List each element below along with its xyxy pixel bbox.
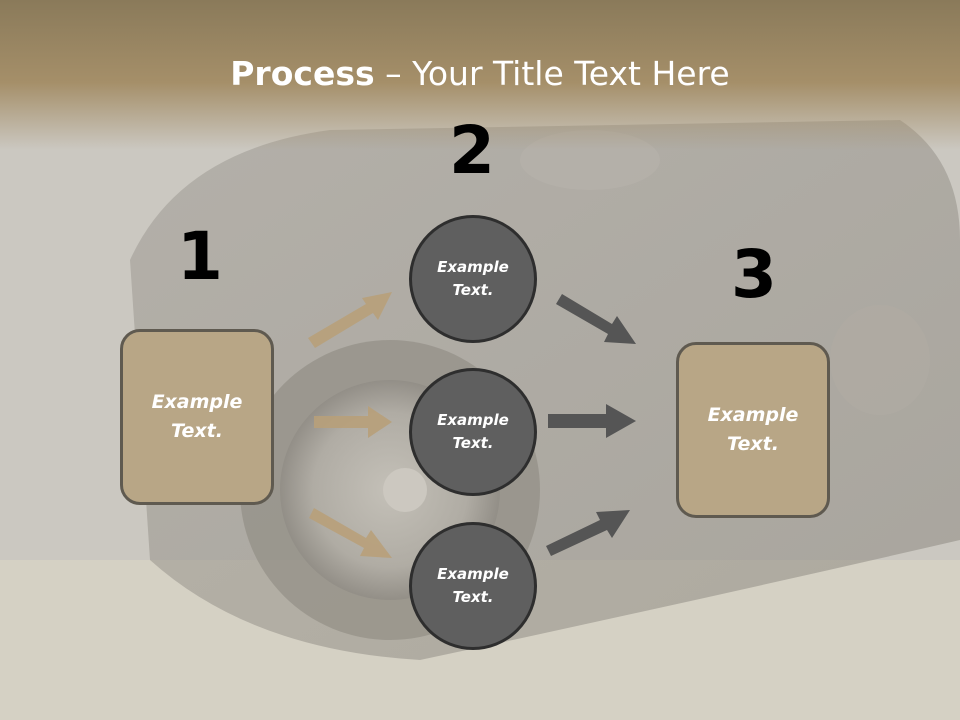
gray-arrow-down-icon (556, 294, 636, 344)
title-rest: – Your Title Text Here (374, 54, 730, 93)
step-1-box[interactable]: Example Text. (120, 329, 274, 505)
step-number-3: 3 (731, 236, 777, 313)
step-number-2: 2 (449, 112, 495, 189)
step-2-circle-middle[interactable]: Example Text. (409, 368, 537, 496)
tan-arrow-down-icon (309, 508, 392, 558)
gray-arrow-up-icon (546, 510, 630, 556)
step-number-1: 1 (177, 218, 223, 295)
tan-arrow-right-icon (314, 406, 392, 438)
circle-middle-text: Example Text. (437, 411, 509, 452)
circle-bottom-text: Example Text. (437, 565, 509, 606)
step-1-text: Example Text. (151, 391, 243, 442)
step-2-circle-bottom[interactable]: Example Text. (409, 522, 537, 650)
gray-arrow-right-icon (548, 404, 636, 438)
step-2-circle-top[interactable]: Example Text. (409, 215, 537, 343)
title-bold: Process (230, 54, 375, 93)
slide-title: Process – Your Title Text Here (0, 52, 960, 96)
step-3-box[interactable]: Example Text. (676, 342, 830, 518)
title-bar (0, 0, 960, 150)
circle-top-text: Example Text. (437, 258, 509, 299)
tan-arrow-up-icon (308, 292, 392, 348)
step-3-text: Example Text. (707, 404, 799, 455)
